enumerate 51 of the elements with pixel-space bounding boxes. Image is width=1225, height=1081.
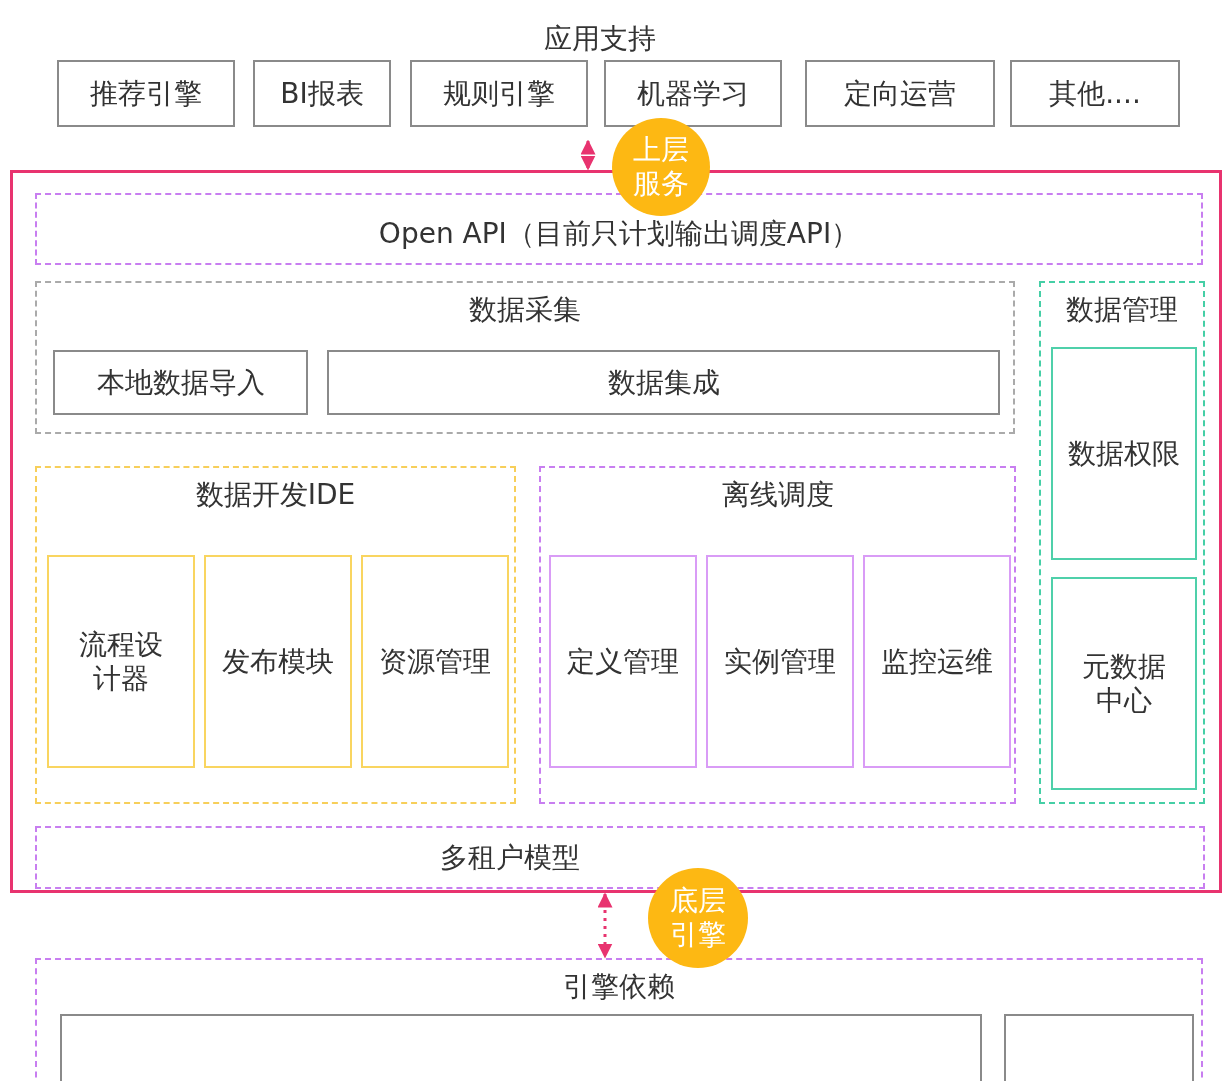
engine-box	[1004, 1014, 1194, 1081]
group-title: 离线调度	[721, 478, 834, 512]
module-box	[361, 555, 509, 768]
module-label: 实例管理	[724, 644, 836, 679]
engine-box	[60, 1014, 982, 1081]
module-label: 推荐引擎	[90, 76, 202, 111]
module-label: 监控运维	[881, 644, 993, 679]
module-label: 定义管理	[567, 644, 679, 679]
module-box	[410, 60, 588, 127]
module-label: 机器学习	[637, 76, 749, 111]
module-box	[57, 60, 235, 127]
module-box	[253, 60, 391, 127]
module-box	[47, 555, 195, 768]
group-box	[539, 466, 1016, 804]
badge-label: 底层引擎	[670, 884, 726, 952]
module-label: 流程设计器	[79, 627, 163, 696]
group-title: 数据开发IDE	[195, 478, 356, 512]
group-title: 数据采集	[469, 293, 581, 327]
module-label: 数据权限	[1068, 436, 1180, 471]
module-box	[863, 555, 1011, 768]
module-label: 本地数据导入	[96, 365, 265, 400]
module-box	[53, 350, 308, 415]
module-box	[549, 555, 697, 768]
module-label: BI报表	[280, 76, 364, 111]
module-label: 资源管理	[379, 644, 491, 679]
double-arrow	[597, 892, 613, 959]
module-box	[1010, 60, 1180, 127]
module-label: 数据集成	[607, 365, 720, 400]
module-box	[706, 555, 854, 768]
badge-label: 上层服务	[633, 133, 689, 201]
module-label: 其他....	[1049, 76, 1141, 111]
module-box	[1051, 347, 1197, 560]
section-title: 应用支持	[543, 22, 657, 56]
group-box	[35, 466, 516, 804]
module-label: Open API（目前只计划输出调度API）	[378, 217, 860, 251]
module-label: 发布模块	[222, 644, 334, 679]
group-title: 数据管理	[1066, 293, 1178, 327]
double-arrow	[580, 139, 596, 171]
module-label: 定向运营	[844, 76, 956, 111]
module-box	[204, 555, 352, 768]
module-box	[805, 60, 995, 127]
group-box	[1039, 281, 1205, 804]
group-title: 引擎依赖	[563, 970, 675, 1004]
module-box	[604, 60, 782, 127]
module-box	[1051, 577, 1197, 790]
group-box	[35, 281, 1015, 434]
group-box	[35, 958, 1203, 1081]
module-label: 元数据中心	[1082, 649, 1166, 718]
module-label: 规则引擎	[443, 76, 555, 111]
module-box	[327, 350, 1000, 415]
module-label: 多租户模型	[440, 840, 580, 875]
